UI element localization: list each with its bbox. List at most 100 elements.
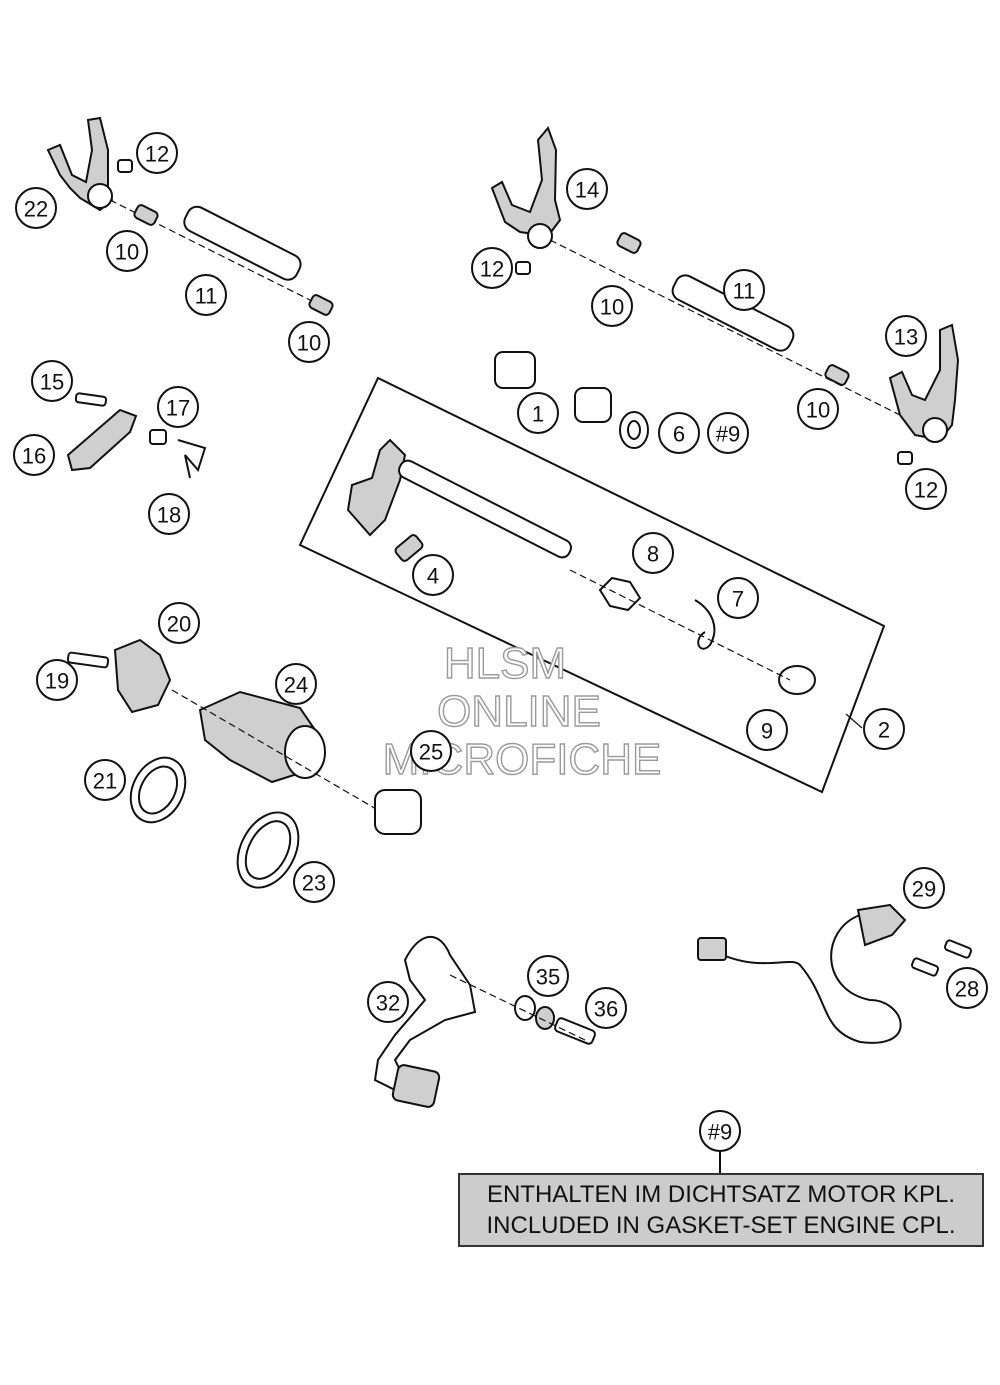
screw-15: [74, 392, 108, 407]
callout-circle: [185, 274, 227, 316]
callout-circle: [632, 532, 674, 574]
spring-10a: [133, 204, 159, 226]
callout-label: 16: [22, 444, 46, 469]
callout-label: 15: [40, 370, 64, 395]
callout-28: 28: [946, 967, 988, 1009]
callout-circle: [367, 981, 409, 1023]
callout-14: 14: [566, 168, 608, 210]
callout-label: 11: [733, 279, 756, 304]
callout-circle: [13, 434, 55, 476]
callout-circle: [723, 269, 765, 311]
callout-label: 24: [284, 673, 308, 698]
callout-circle: [699, 1110, 741, 1152]
callout-label: 21: [93, 769, 117, 794]
callout-circle: [903, 867, 945, 909]
callout-22: 22: [15, 187, 57, 229]
callout-circle: [517, 392, 559, 434]
callout-label: 18: [157, 503, 181, 528]
callout-circle: [158, 602, 200, 644]
assembly-frame: [298, 376, 886, 794]
screw-28a: [943, 939, 973, 959]
shift-shaft-lever: [346, 438, 407, 537]
callout-6: 6: [658, 412, 700, 454]
callout-label: 1: [532, 402, 544, 427]
callout-label: 13: [894, 325, 918, 350]
callout-label: 8: [647, 542, 659, 567]
callout-label: 35: [536, 965, 560, 990]
callout-19: 19: [36, 659, 78, 701]
callout-18: 18: [148, 493, 190, 535]
callout-21: 21: [84, 759, 126, 801]
callout-1: 1: [517, 392, 559, 434]
leader-rail-right: [549, 239, 931, 431]
callout-label: 23: [302, 871, 326, 896]
callout-10a: 10: [106, 230, 148, 272]
callout-circle: [157, 386, 199, 428]
bushing-17: [149, 429, 167, 445]
callout-circle: [658, 412, 700, 454]
callout-label: 12: [914, 478, 938, 503]
washer-9: [778, 665, 816, 695]
callout-circle: [148, 493, 190, 535]
callout-circle: [293, 861, 335, 903]
callout-circle: [527, 955, 569, 997]
callout-12c: 12: [905, 468, 947, 510]
callout-circle: [585, 987, 627, 1029]
callout-15: 15: [31, 360, 73, 402]
callout-32: 32: [367, 981, 409, 1023]
spring-10d: [824, 364, 850, 386]
callout-circle: [863, 708, 905, 750]
pin-12a: [117, 159, 133, 173]
callout-label: 10: [115, 240, 139, 265]
callout-circle: [905, 468, 947, 510]
washer-36: [535, 1006, 555, 1030]
callout-circle: [591, 285, 633, 327]
callout-13: 13: [885, 315, 927, 357]
shift-fork-13: [888, 323, 960, 443]
leader-2: [845, 713, 863, 729]
shift-lever-tip: [391, 1064, 441, 1108]
callout-label: 29: [912, 877, 936, 902]
callout-2: 2: [863, 708, 905, 750]
callout-8: 8: [632, 532, 674, 574]
callout-circle: [412, 554, 454, 596]
callout-11b: 11: [723, 269, 765, 311]
callout-label: 17: [166, 396, 190, 421]
callout-25: 25: [410, 730, 452, 772]
callout-circle: [275, 663, 317, 705]
callout-circle: [471, 247, 513, 289]
callout-17: 17: [157, 386, 199, 428]
bearing-23-inner: [244, 820, 292, 880]
callout-36: 36: [585, 987, 627, 1029]
callout-12a: 12: [136, 132, 178, 174]
callout-label: 20: [167, 612, 191, 637]
callout-circle: [31, 360, 73, 402]
leader-rail-left: [109, 199, 331, 311]
callout-11a: 11: [185, 274, 227, 316]
callout-circle: [106, 230, 148, 272]
callout-h9a: #9: [707, 412, 749, 454]
callout-label: 6: [673, 422, 685, 447]
callout-layer: 1222101110141210111310121517161816#94879…: [13, 132, 988, 1152]
leader-drum: [171, 689, 396, 821]
bushing-8: [598, 576, 642, 612]
callout-label: 10: [600, 295, 624, 320]
callout-10c: 10: [591, 285, 633, 327]
callout-circle: [717, 577, 759, 619]
shift-fork-left: [46, 116, 114, 212]
lever-16: [66, 408, 138, 472]
spring-10b: [308, 294, 334, 316]
sensor-bracket: [856, 903, 907, 947]
spring-10c: [616, 232, 642, 254]
leader-shaft: [569, 569, 791, 681]
callout-20: 20: [158, 602, 200, 644]
callout-circle: [136, 132, 178, 174]
callout-label: 25: [419, 740, 443, 765]
callout-10b: 10: [288, 321, 330, 363]
callout-label: 28: [955, 977, 979, 1002]
callout-label: 32: [376, 991, 400, 1016]
callout-label: 22: [24, 197, 48, 222]
callout-29: 29: [903, 867, 945, 909]
callout-label: #9: [708, 1120, 732, 1145]
callout-circle: [15, 187, 57, 229]
